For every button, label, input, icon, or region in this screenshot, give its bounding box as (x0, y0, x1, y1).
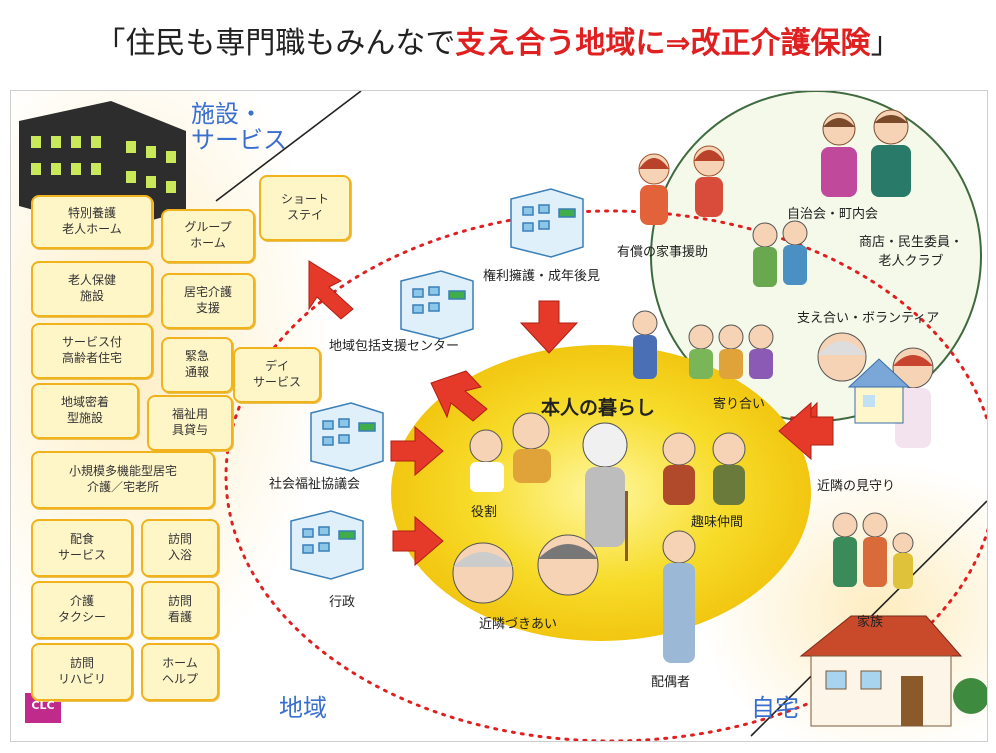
service-box: 居宅介護 支援 (161, 273, 255, 329)
service-box: ホーム ヘルプ (141, 643, 219, 701)
service-box: 小規模多機能型居宅 介護／宅老所 (31, 451, 215, 509)
title-close: 」 (870, 26, 901, 61)
label-community-support-center: 地域包括支援センター (329, 339, 460, 354)
label-paid-housework: 有償の家事援助 (617, 245, 709, 260)
service-box: 配食 サービス (31, 519, 133, 577)
zone-label-home: 自宅 (751, 694, 799, 722)
diagram-frame: 施設・ サービス 特別養護 老人ホーム グループ ホーム ショート ステイ 老人… (10, 90, 988, 742)
zone-label-facility: 施設・ サービス (191, 100, 287, 155)
service-box: サービス付 高齢者住宅 (31, 323, 153, 379)
label-family: 家族 (857, 615, 884, 630)
label-neighborhood-association: 自治会・町内会 (787, 207, 879, 222)
label-neighbor-relations: 近隣づきあい (479, 617, 558, 632)
zone-label-region: 地域 (279, 694, 327, 722)
service-box: デイ サービス (233, 347, 321, 403)
service-box: 介護 タクシー (31, 581, 133, 639)
label-spouse: 配偶者 (651, 675, 691, 690)
page-title: 「住民も専門職もみんなで支え合う地域に⇒改正介護保険」 (0, 18, 996, 88)
service-box: 老人保健 施設 (31, 261, 153, 317)
label-government: 行政 (329, 595, 356, 610)
title-open: 「住民も専門職もみんなで (95, 26, 456, 61)
label-shops-welfare-clubs: 商店・民生委員・ 老人クラブ (859, 235, 964, 269)
service-box: 訪問 リハビリ (31, 643, 133, 701)
label-advocacy: 権利擁護・成年後見 (483, 269, 601, 284)
service-box: 訪問 看護 (141, 581, 219, 639)
service-box: ショート ステイ (259, 175, 351, 241)
label-social-welfare-council: 社会福祉協議会 (269, 477, 361, 492)
service-box: 訪問 入浴 (141, 519, 219, 577)
label-neighborhood-watch: 近隣の見守り (817, 479, 896, 494)
label-hobby-friends: 趣味仲間 (691, 515, 744, 530)
service-box: 地域密着 型施設 (31, 383, 139, 439)
service-box: 福祉用 具貸与 (147, 395, 233, 451)
service-box: 特別養護 老人ホーム (31, 195, 153, 249)
label-role: 役割 (471, 505, 498, 520)
title-highlight: 支え合う地域に⇒改正介護保険 (455, 26, 871, 61)
service-box: グループ ホーム (161, 209, 255, 263)
service-box: 緊急 通報 (161, 337, 233, 393)
label-gathering: 寄り合い (713, 397, 766, 412)
clc-logo: CLC (31, 699, 55, 712)
label-volunteer: 支え合い・ボランティア (797, 311, 940, 326)
label-center-life: 本人の暮らし (541, 397, 656, 419)
